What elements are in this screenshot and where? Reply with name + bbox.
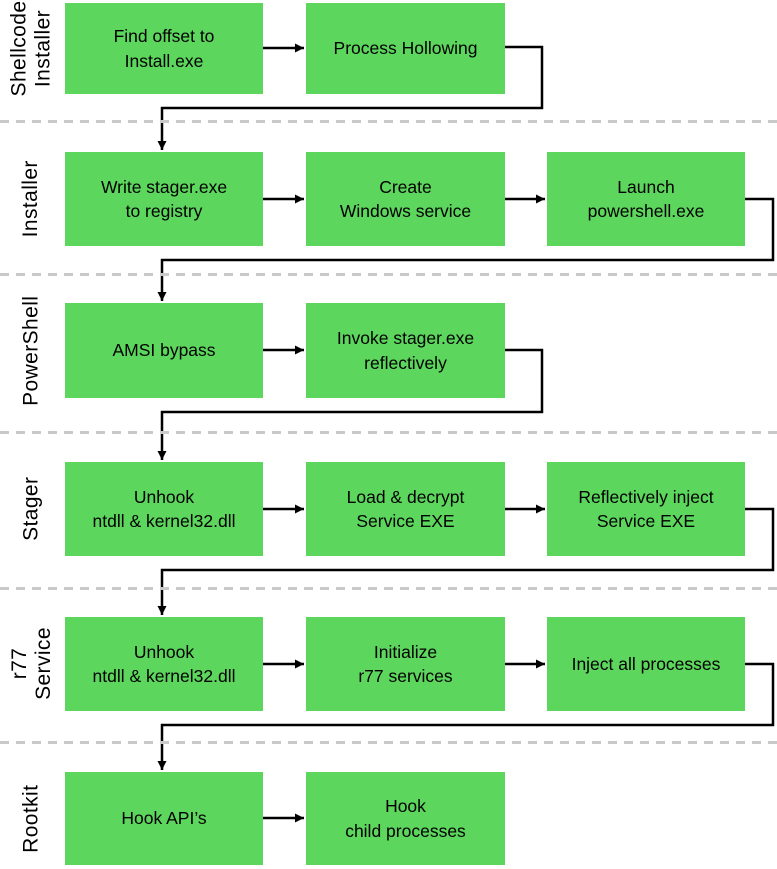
lane-separator [0,120,777,123]
lane-label-text: Stager [19,476,43,542]
process-box-unhook-ntdll-kernel32-dll: Unhook ntdll & kernel32.dll [65,617,263,711]
lane-label-installer: Installer [0,99,62,299]
lane-separator [0,587,777,590]
lane-label-powershell: PowerShell [0,251,62,451]
process-box-launch-powershell-exe: Launch powershell.exe [547,152,745,246]
lane-separator [0,431,777,434]
lane-label-shellcode-installer: Shellcode Installer [0,0,62,149]
process-box-hook-api-s: Hook API’s [65,772,263,865]
process-box-reflectively-inject-service-exe: Reflectively inject Service EXE [547,462,745,556]
lane-separator [0,273,777,276]
process-box-hook-child-processes: Hook child processes [306,772,505,865]
process-box-initialize-r77-services: Initialize r77 services [306,617,505,711]
process-box-inject-all-processes: Inject all processes [547,617,745,711]
lane-separator [0,741,777,744]
process-box-load-decrypt-service-exe: Load & decrypt Service EXE [306,462,505,556]
lane-label-stager: Stager [0,409,62,609]
process-box-amsi-bypass: AMSI bypass [65,303,263,398]
lane-label-r77-service: r77 Service [0,564,62,764]
process-box-invoke-stager-exe-reflectively: Invoke stager.exe reflectively [306,303,505,398]
lane-label-text: r77 Service [7,627,55,701]
lane-label-text: PowerShell [19,295,43,406]
process-box-process-hollowing: Process Hollowing [306,3,505,94]
lane-label-text: Installer [19,160,43,238]
process-box-find-offset-to-install-exe: Find offset to Install.exe [65,3,263,94]
process-box-create-windows-service: Create Windows service [306,152,505,246]
process-box-write-stager-exe-to-registry: Write stager.exe to registry [65,152,263,246]
process-box-unhook-ntdll-kernel32-dll: Unhook ntdll & kernel32.dll [65,462,263,556]
lane-label-text: Shellcode Installer [7,0,54,97]
lane-label-text: Rootkit [19,784,43,853]
